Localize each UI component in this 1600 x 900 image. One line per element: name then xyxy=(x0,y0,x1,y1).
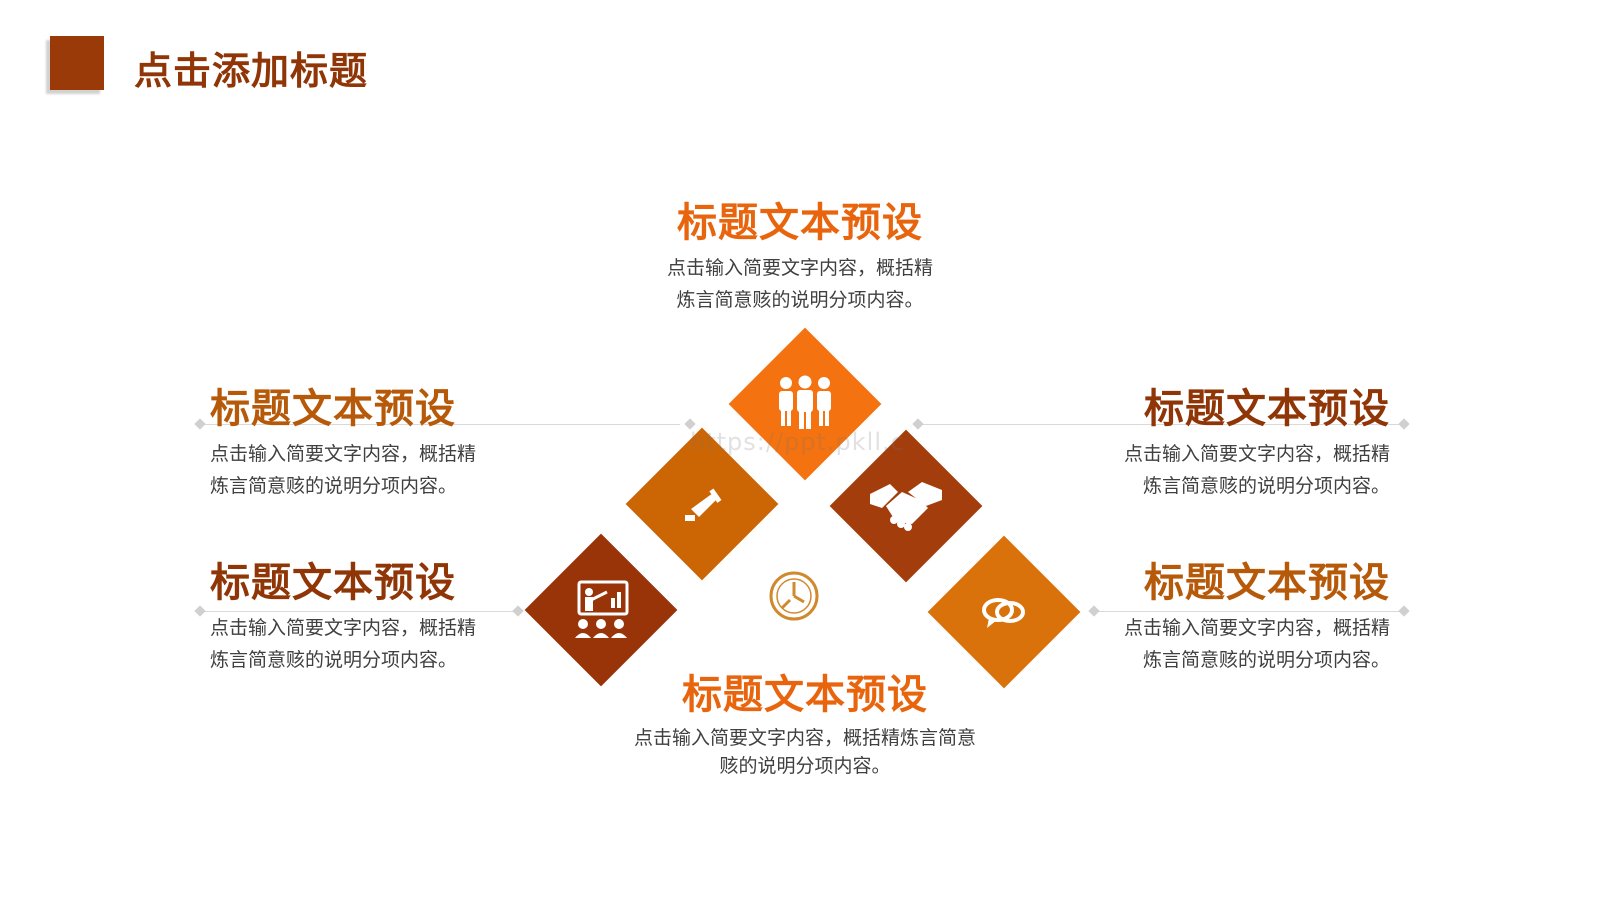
item-desc-line: 点击输入简要文字内容，概括精 xyxy=(1123,617,1390,639)
item-right-upper[interactable]: 标题文本预设 点击输入简要文字内容，概括精 炼言简意赅的说明分项内容。 xyxy=(970,386,1390,502)
item-right-lower[interactable]: 标题文本预设 点击输入简要文字内容，概括精 炼言简意赅的说明分项内容。 xyxy=(970,560,1390,676)
clock-icon xyxy=(766,568,822,624)
item-desc-line: 炼言简意赅的说明分项内容。 xyxy=(676,289,924,311)
item-title: 标题文本预设 xyxy=(1144,386,1390,432)
item-description: 点击输入简要文字内容，概括精 炼言简意赅的说明分项内容。 xyxy=(210,438,630,502)
item-title: 标题文本预设 xyxy=(1144,560,1390,606)
item-title: 标题文本预设 xyxy=(682,672,928,718)
connector-dot xyxy=(1398,605,1410,617)
item-description: 点击输入简要文字内容，概括精 炼言简意赅的说明分项内容。 xyxy=(210,612,630,676)
connector-line-upper-right xyxy=(920,424,1405,425)
item-top[interactable]: 标题文本预设 点击输入简要文字内容，概括精 炼言简意赅的说明分项内容。 xyxy=(600,200,1000,316)
megaphone-icon xyxy=(662,464,742,544)
connector-dot xyxy=(194,418,206,430)
item-description: 点击输入简要文字内容，概括精 炼言简意赅的说明分项内容。 xyxy=(600,252,1000,316)
item-desc-line: 点击输入简要文字内容，概括精 xyxy=(210,443,477,465)
presentation-icon xyxy=(561,570,641,650)
item-desc-line: 点击输入简要文字内容，概括精 xyxy=(1123,443,1390,465)
item-bottom[interactable]: 标题文本预设 点击输入简要文字内容，概括精炼言简意 赅的说明分项内容。 xyxy=(570,672,1040,780)
handshake-icon xyxy=(866,466,946,546)
connector-line-upper-left xyxy=(200,424,680,425)
item-desc-line: 炼言简意赅的说明分项内容。 xyxy=(210,649,458,671)
item-desc-line: 炼言简意赅的说明分项内容。 xyxy=(210,475,458,497)
item-desc-line: 点击输入简要文字内容，概括精 xyxy=(210,617,477,639)
item-desc-line: 点击输入简要文字内容，概括精炼言简意 xyxy=(633,727,976,749)
connector-line-lower-left xyxy=(200,611,520,612)
item-description: 点击输入简要文字内容，概括精 炼言简意赅的说明分项内容。 xyxy=(970,438,1390,502)
item-left-lower[interactable]: 标题文本预设 点击输入简要文字内容，概括精 炼言简意赅的说明分项内容。 xyxy=(210,560,630,676)
connector-dot xyxy=(1398,418,1410,430)
team-icon xyxy=(765,364,845,444)
item-desc-line: 赅的说明分项内容。 xyxy=(719,755,891,777)
connector-dot xyxy=(194,605,206,617)
connector-dot xyxy=(912,418,924,430)
slide-title[interactable]: 点击添加标题 xyxy=(134,49,369,93)
item-description: 点击输入简要文字内容，概括精炼言简意 赅的说明分项内容。 xyxy=(570,724,1040,780)
item-left-upper[interactable]: 标题文本预设 点击输入简要文字内容，概括精 炼言简意赅的说明分项内容。 xyxy=(210,386,630,502)
item-desc-line: 炼言简意赅的说明分项内容。 xyxy=(1142,475,1390,497)
item-title: 标题文本预设 xyxy=(210,386,456,432)
item-title: 标题文本预设 xyxy=(677,200,923,246)
title-accent-square xyxy=(50,36,104,90)
item-description: 点击输入简要文字内容，概括精 炼言简意赅的说明分项内容。 xyxy=(970,612,1390,676)
chat-icon xyxy=(964,572,1044,652)
item-desc-line: 炼言简意赅的说明分项内容。 xyxy=(1142,649,1390,671)
connector-line-lower-right xyxy=(1095,611,1405,612)
watermark-text: https://ppt.pkll.c xyxy=(690,428,905,456)
item-desc-line: 点击输入简要文字内容，概括精 xyxy=(666,257,933,279)
item-title: 标题文本预设 xyxy=(210,560,456,606)
